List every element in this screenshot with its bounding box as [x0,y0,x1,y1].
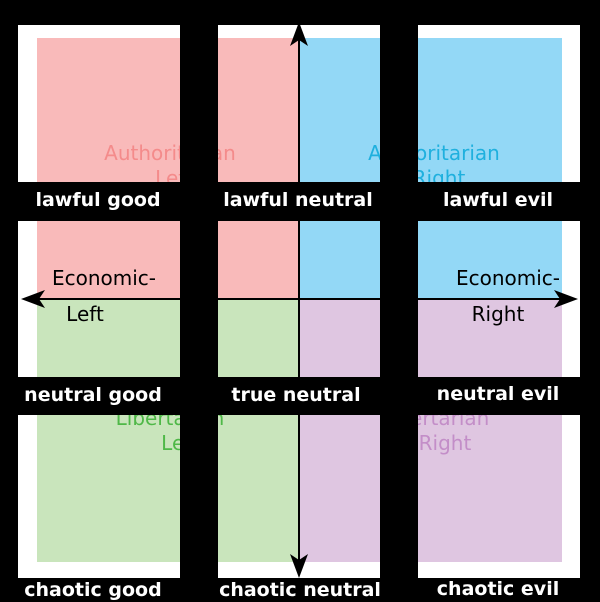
quadrant-authoritarian-left [37,38,298,299]
label-strip-row-2 [0,377,600,415]
economic-left-label: Economic- Left [42,260,166,332]
label-strip-row-1 [0,182,600,221]
label-chaotic-good: chaotic good [24,579,162,601]
label-neutral-evil: neutral evil [436,383,560,405]
label-chaotic-neutral: chaotic neutral [219,579,381,601]
arrow-left-icon [21,290,45,308]
grid-gutter-vertical-1 [180,0,218,600]
label-true-neutral: true neutral [231,384,361,406]
grid-gutter-vertical-2 [380,0,418,600]
arrow-down-icon [290,554,308,578]
economic-left-line1: Economic- [51,266,157,290]
economic-right-label: Economic- Right [446,260,570,332]
horizontal-axis-line [37,298,562,300]
label-lawful-evil: lawful evil [442,189,554,211]
arrow-right-icon [554,290,578,308]
economic-left-line2: Left [66,302,104,326]
label-strip-row-3 [0,578,600,600]
quadrant-authoritarian-right [299,38,562,299]
label-chaotic-evil: chaotic evil [436,578,560,600]
arrow-up-icon [290,22,308,46]
label-neutral-good: neutral good [24,384,162,406]
economic-right-line2: Right [471,302,525,326]
vertical-axis-line [298,38,300,562]
label-lawful-neutral: lawful neutral [223,189,373,211]
label-lawful-good: lawful good [35,189,161,211]
libertarian-right-line2: Right [418,431,472,455]
quadrant-libertarian-right [299,300,562,562]
economic-right-line1: Economic- [455,266,561,290]
quadrant-libertarian-left [37,300,298,562]
